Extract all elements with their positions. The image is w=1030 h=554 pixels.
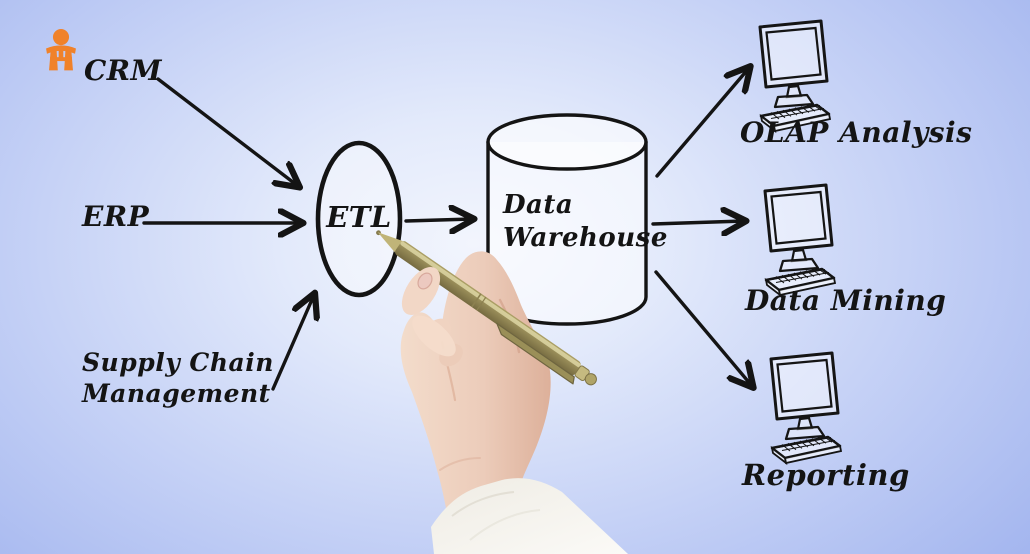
label-crm: CRM — [84, 54, 163, 87]
label-warehouse-line1: Data — [503, 190, 574, 220]
monitor-icon-mining — [763, 183, 837, 297]
label-scm-line1: Supply Chain — [82, 348, 274, 377]
arrow-warehouse-to-olap — [655, 68, 749, 178]
label-supply-chain-management: Supply Chain Management — [82, 347, 274, 409]
label-etl: ETL — [326, 200, 392, 234]
label-data-mining: Data Mining — [745, 284, 947, 317]
label-scm-line2: Management — [82, 379, 271, 408]
monitor-icon-olap — [758, 19, 832, 133]
torii-gate-logo-icon — [46, 29, 76, 71]
label-erp: ERP — [82, 200, 150, 233]
arrow-etl-to-warehouse — [404, 219, 472, 221]
label-reporting: Reporting — [742, 458, 910, 492]
label-data-warehouse: Data Warehouse — [503, 189, 668, 255]
label-warehouse-line2: Warehouse — [503, 223, 668, 253]
arrow-warehouse-to-mining — [651, 221, 744, 224]
arrow-warehouse-to-reporting — [654, 270, 752, 386]
etl-process-ellipse — [315, 140, 403, 298]
arrow-crm-to-etl — [156, 77, 298, 186]
arrow-scm-to-etl — [271, 295, 314, 391]
label-olap-analysis: OLAP Analysis — [740, 116, 973, 149]
monitor-icon-reporting — [769, 351, 843, 465]
